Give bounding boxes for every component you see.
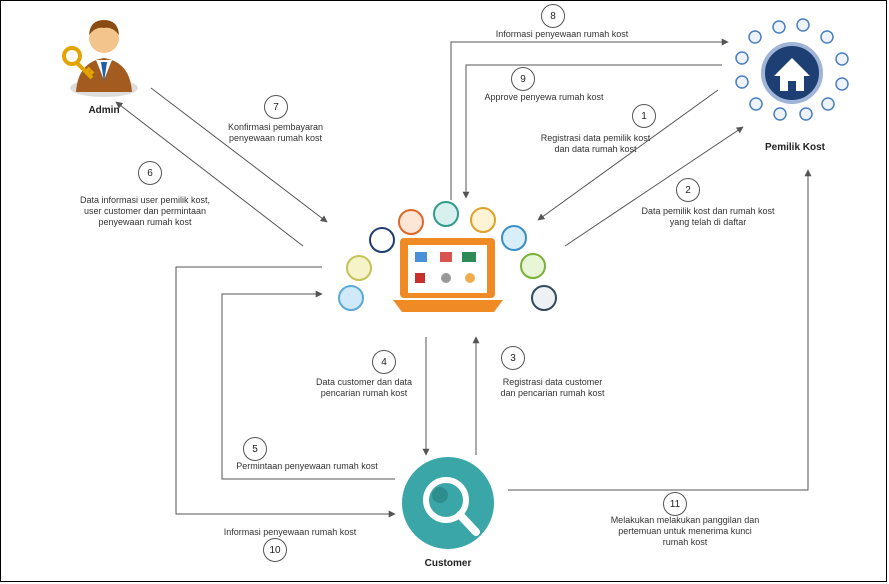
actor-owner-label: Pemilik Kost [764, 142, 826, 153]
flow-label-9: Approve penyewa rumah kost [484, 92, 604, 102]
flow-number-1: 1 [632, 104, 656, 128]
arrow-2 [564, 126, 744, 247]
flow-label-11: Melakukan melakukan panggilan dan pertem… [610, 515, 760, 547]
flow-number-8: 8 [541, 4, 565, 28]
flow-label-7: Konfirmasi pembayaran penyewaan rumah ko… [227, 122, 324, 143]
flow-arrows [115, 38, 812, 518]
flow-number-3: 3 [501, 346, 525, 370]
flow-number-4: 4 [372, 350, 396, 374]
actor-customer-label: Customer [424, 558, 472, 569]
flow-number-10: 10 [263, 538, 287, 562]
arrow-10 [175, 266, 396, 518]
flow-number-2: 2 [676, 178, 700, 202]
house-icon [735, 18, 849, 121]
admin-icon [62, 20, 138, 97]
arrow-9 [462, 64, 722, 199]
flow-label-1: Registrasi data pemilik kost dan data ru… [540, 133, 651, 154]
flow-label-4: Data customer dan data pencarian rumah k… [315, 377, 413, 398]
arrow-7 [150, 87, 328, 223]
arrow-5 [221, 290, 395, 480]
actor-admin-label: Admin [88, 105, 120, 116]
flow-label-6: Data informasi user pemilik kost, user c… [79, 195, 211, 227]
system-laptop-icon [338, 201, 557, 312]
flow-number-5: 5 [243, 437, 267, 461]
arrow-8 [450, 38, 729, 200]
flow-label-2: Data pemilik kost dan rumah kost yang te… [641, 206, 775, 227]
flow-label-8: Informasi penyewaan rumah kost [495, 29, 629, 39]
flow-number-11: 11 [663, 492, 687, 516]
arrow-6 [115, 101, 304, 247]
flow-number-6: 6 [138, 161, 162, 185]
arrow-11 [508, 169, 812, 491]
flow-label-5: Permintaan penyewaan rumah kost [236, 461, 378, 471]
flow-number-7: 7 [264, 95, 288, 119]
flow-label-10: Informasi penyewaan rumah kost [223, 527, 357, 537]
flow-number-9: 9 [511, 67, 535, 91]
flow-label-3: Registrasi data customer dan pencarian r… [500, 377, 605, 398]
customer-search-icon [402, 457, 494, 549]
arrow-1 [537, 89, 719, 221]
